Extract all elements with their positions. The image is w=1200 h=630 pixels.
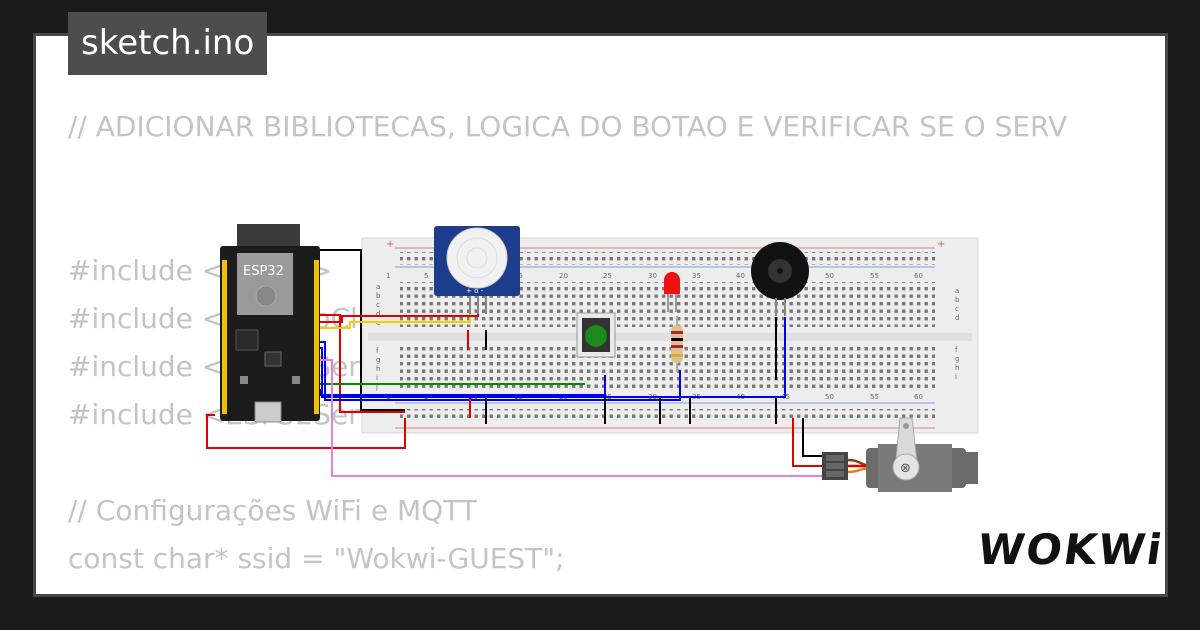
column-number: 30 <box>648 272 657 280</box>
row-letter: a <box>376 283 380 291</box>
wokwi-logo: WOKWi <box>974 525 1167 574</box>
row-letter: d <box>955 314 959 322</box>
esp32-label: ESP32 <box>243 264 284 279</box>
column-number: 60 <box>914 393 923 401</box>
row-letter: h <box>955 364 959 372</box>
row-letter: a <box>955 287 959 295</box>
row-letter: c <box>376 301 380 309</box>
row-letter: h <box>376 365 380 373</box>
code-line: // ADICIONAR BIBLIOTECAS, LOGICA DO BOTA… <box>68 110 1068 143</box>
row-letter: b <box>955 296 960 304</box>
servo-horn-icon: ⊗ <box>900 461 911 476</box>
row-letter: i <box>955 373 957 381</box>
buzzer[interactable] <box>751 242 809 316</box>
code-line: const char* password = ""; <box>68 583 1067 594</box>
row-letter: d <box>376 310 380 318</box>
row-letter: i <box>376 374 378 382</box>
pir-motion-sensor[interactable]: + o - <box>434 226 520 314</box>
row-letter: f <box>955 346 958 354</box>
code-line: const char* ssid = "Wokwi-GUEST"; <box>68 542 565 575</box>
file-name-tab[interactable]: sketch.ino <box>68 12 268 75</box>
column-number: 50 <box>825 272 834 280</box>
row-letter: g <box>376 356 380 364</box>
column-number: 35 <box>692 272 701 280</box>
column-number: 55 <box>870 272 879 280</box>
esp32-board[interactable]: ESP32 <box>220 224 320 423</box>
row-letter: b <box>376 292 381 300</box>
resistor[interactable] <box>671 316 683 372</box>
row-letter: g <box>955 355 959 363</box>
row-letter: c <box>955 305 959 313</box>
column-number: 55 <box>870 393 879 401</box>
servo-motor[interactable]: ⊗ <box>822 417 978 492</box>
column-number: 20 <box>559 272 568 280</box>
column-number: 5 <box>424 272 428 280</box>
row-letter: f <box>376 347 379 355</box>
column-number: 25 <box>603 272 612 280</box>
column-number: 1 <box>386 272 390 280</box>
column-number: 60 <box>914 272 923 280</box>
red-led[interactable] <box>664 272 680 312</box>
row-letter: j <box>375 383 378 391</box>
plus-mark: + <box>937 239 945 250</box>
pir-pin-labels: + o - <box>466 287 484 295</box>
plus-mark: + <box>386 239 394 250</box>
column-number: 40 <box>736 272 745 280</box>
column-number: 50 <box>825 393 834 401</box>
code-line: // Configurações WiFi e MQTT <box>68 494 477 527</box>
pushbutton[interactable] <box>576 312 616 358</box>
